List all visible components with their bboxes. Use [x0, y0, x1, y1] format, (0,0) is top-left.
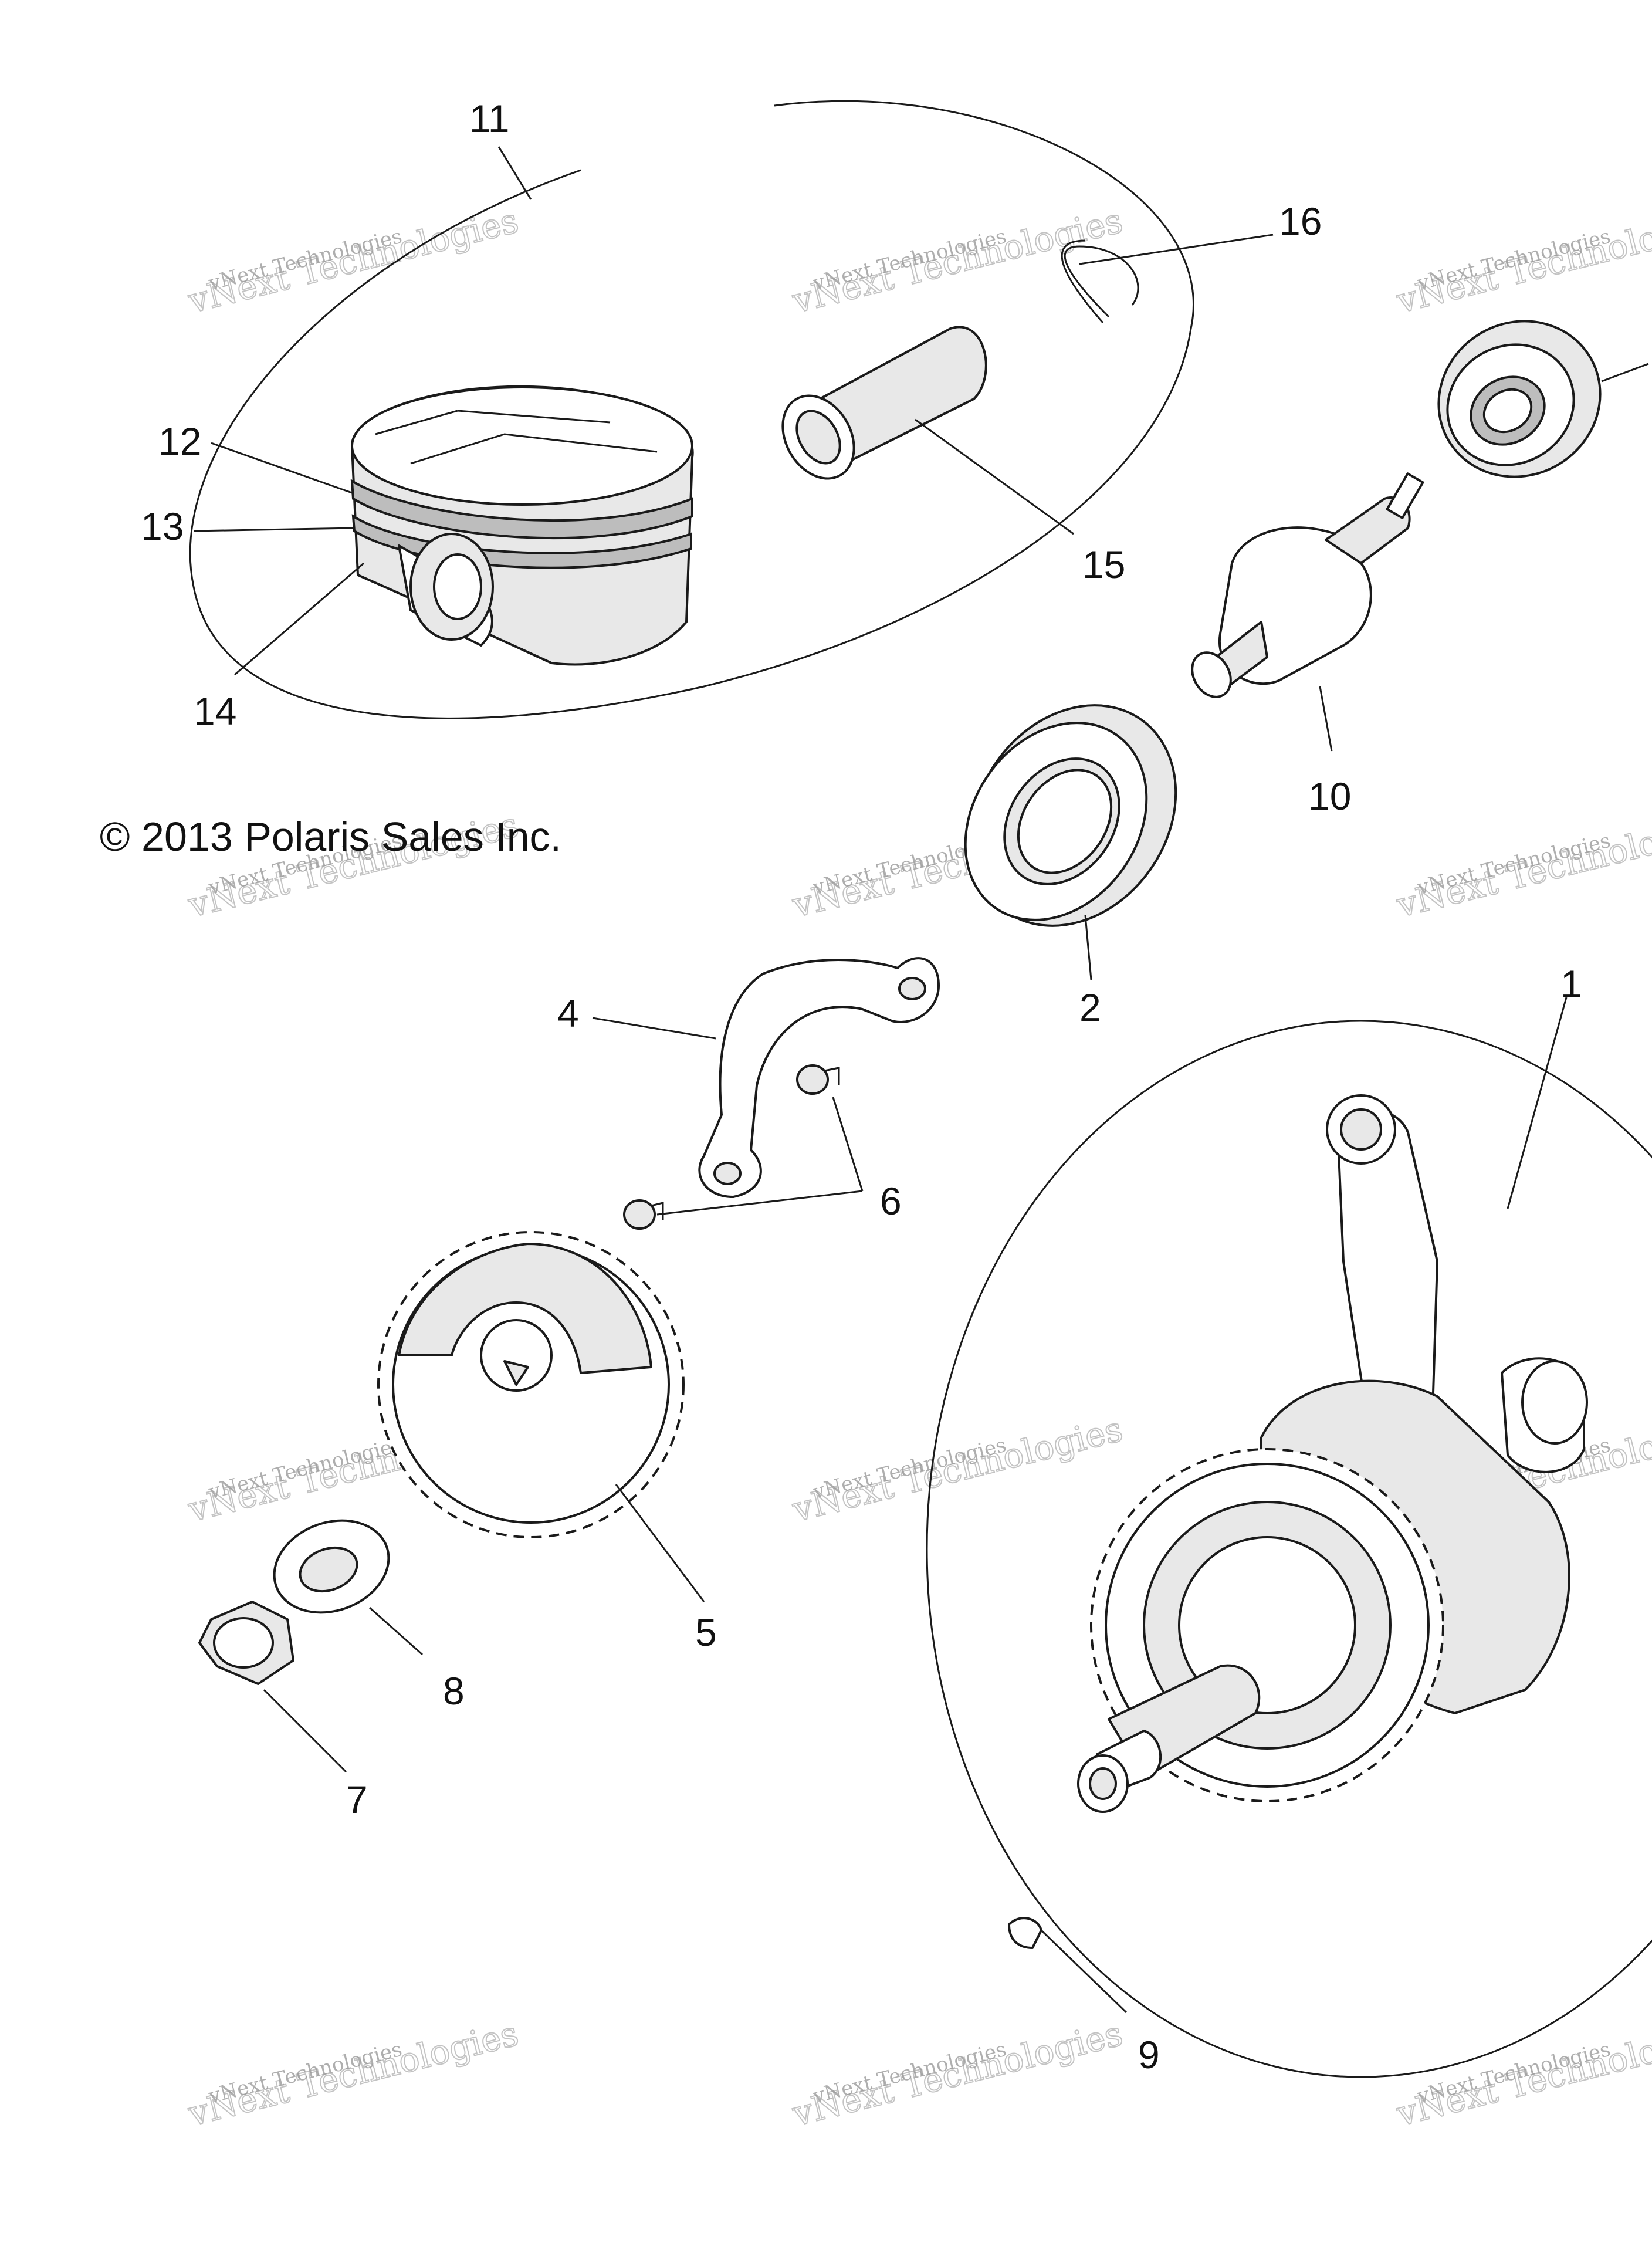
- retainer-plate: [698, 957, 940, 1198]
- cam-gear: [377, 1231, 685, 1538]
- callout-13: 13: [141, 505, 184, 548]
- watermark: vNext Technologies vNext Technologies: [788, 2012, 1127, 2134]
- watermark: vNext Technologies vNext Technologies: [788, 199, 1127, 322]
- callout-4: 4: [557, 992, 579, 1035]
- crankshaft: [1077, 1094, 1588, 1813]
- crank-group-oval: [926, 1020, 1652, 2078]
- watermark: vNext Technologies vNext Technologies: [1392, 2012, 1652, 2134]
- woodruff-key: [1008, 1917, 1042, 1949]
- callout-7: 7: [346, 1778, 368, 1821]
- callout-14: 14: [194, 689, 236, 733]
- watermark: vNext Technologies vNext Technologies: [788, 1408, 1127, 1530]
- callouts: 11 16 12 13 14 15 10 2 4 6 1 5 8 7 9: [141, 97, 1582, 2076]
- callout-9: 9: [1138, 2033, 1160, 2076]
- washer: [273, 1519, 390, 1614]
- watermark: vNext Technologies vNext Technologies: [1392, 804, 1652, 926]
- callout-6: 6: [880, 1179, 902, 1223]
- bearing-right: [1437, 320, 1602, 478]
- callout-15: 15: [1082, 543, 1125, 586]
- svg-text:vNext Technologies: vNext Technologies: [788, 2013, 1126, 2134]
- svg-text:vNext Technologies: vNext Technologies: [788, 200, 1126, 321]
- callout-11: 11: [469, 97, 510, 140]
- callout-10: 10: [1308, 774, 1351, 818]
- piston: [350, 385, 694, 666]
- callout-16: 16: [1279, 199, 1322, 243]
- watermark: vNext Technologies vNext Technologies: [184, 2012, 523, 2134]
- callout-2: 2: [1079, 986, 1101, 1029]
- balance-shaft: [1191, 472, 1424, 698]
- callout-12: 12: [158, 420, 201, 463]
- svg-text:vNext Technologies: vNext Technologies: [184, 2013, 522, 2134]
- circlip: [1061, 239, 1139, 323]
- leader-lines: [193, 146, 1649, 2014]
- watermark: vNext Technologies vNext Technologies: [184, 199, 523, 322]
- copyright-text: © 2013 Polaris Sales Inc.: [100, 814, 561, 860]
- svg-text:vNext Technologies: vNext Technologies: [788, 1409, 1126, 1530]
- watermark: vNext Technologies vNext Technologies: [1392, 199, 1652, 322]
- svg-text:vNext Technologies: vNext Technologies: [184, 200, 522, 321]
- piston-group-oval: [189, 100, 1194, 719]
- callout-8: 8: [443, 1669, 465, 1713]
- callout-1: 1: [1560, 962, 1582, 1006]
- nut: [198, 1601, 294, 1685]
- callout-5: 5: [695, 1611, 717, 1654]
- main-bearing: [964, 704, 1177, 927]
- wrist-pin: [781, 326, 987, 480]
